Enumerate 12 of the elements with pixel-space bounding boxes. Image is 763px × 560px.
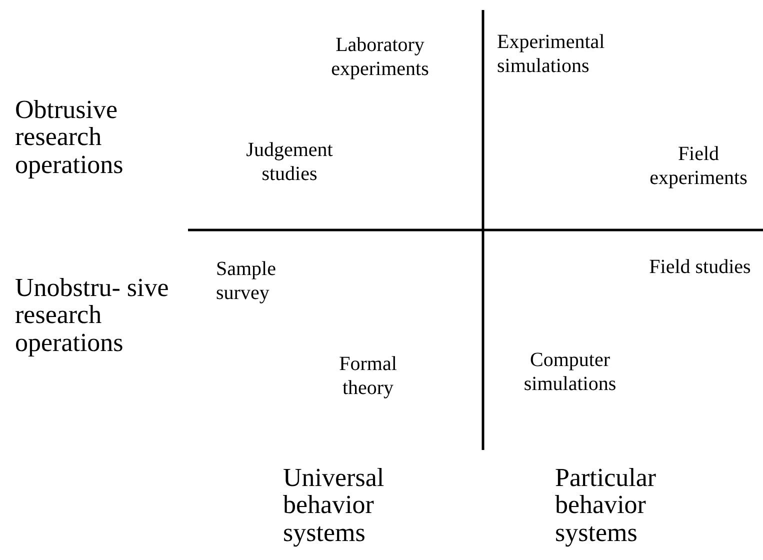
column-heading: Universal behavior systems (283, 464, 386, 546)
quadrant-label: Field studies (648, 255, 752, 279)
quadrant-label: Experimental simulations (497, 30, 606, 78)
row-heading: Unobstru- sive research operations (15, 274, 170, 356)
quadrant-label: Formal theory (338, 352, 398, 400)
quadrant-label: Sample survey (216, 257, 277, 305)
quadrant-label: Judgement studies (245, 138, 334, 186)
column-heading: Particular behavior systems (555, 464, 658, 546)
quadrant-label: Computer simulations (522, 348, 618, 396)
row-heading: Obtrusive research operations (15, 96, 124, 178)
quadrant-label: Field experiments (648, 142, 748, 190)
quadrant-label: Laboratory experiments (330, 33, 430, 81)
